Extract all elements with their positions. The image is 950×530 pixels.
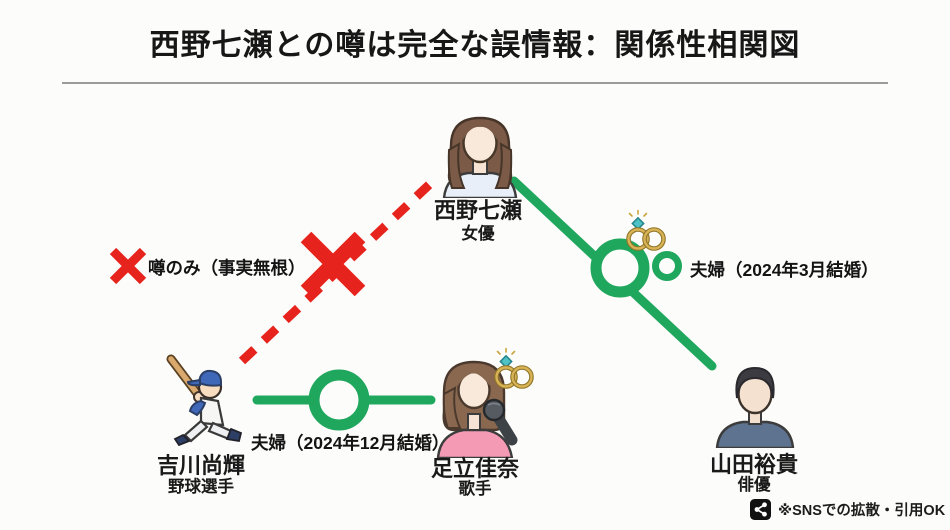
ring-circle-icon: [308, 369, 370, 431]
nishino-name: 西野七瀬: [433, 198, 522, 223]
marriage-adachi-label: 夫婦（2024年12月結婚）: [251, 433, 450, 453]
wedding-rings-icon: [626, 209, 666, 251]
yoshikawa-avatar: [166, 354, 243, 447]
footer-note-row: ※SNSでの拡散・引用OK: [750, 499, 945, 520]
wedding-rings-icon: [494, 347, 534, 389]
yoshikawa-role: 野球選手: [168, 478, 234, 496]
x-mark-icon: [109, 247, 147, 285]
sns-permission-note: ※SNSでの拡散・引用OK: [778, 503, 946, 519]
yamada-role: 俳優: [737, 476, 771, 494]
rumor-label: 噂のみ（事実無根）: [148, 258, 306, 278]
adachi-avatar: [436, 360, 518, 458]
title-divider: [62, 82, 888, 84]
x-mark-icon: [300, 231, 366, 297]
share-icon: [750, 499, 771, 520]
ring-circle-icon: [652, 251, 682, 281]
yamada-avatar: [715, 366, 795, 448]
marriage-yamada-label: 夫婦（2024年3月結婚）: [690, 260, 879, 280]
page-title: 西野七瀬との噂は完全な誤情報：関係性相関図: [149, 29, 801, 62]
adachi-name: 足立佳奈: [430, 456, 519, 481]
ring-circle-icon: [590, 238, 650, 298]
nishino-avatar: [442, 116, 518, 198]
nishino-role: 女優: [461, 225, 495, 243]
baseball-bat-icon: [166, 354, 204, 401]
yoshikawa-name: 吉川尚輝: [156, 453, 245, 478]
microphone-icon: [482, 398, 518, 446]
adachi-role: 歌手: [458, 480, 492, 498]
yamada-name: 山田裕貴: [709, 452, 798, 477]
